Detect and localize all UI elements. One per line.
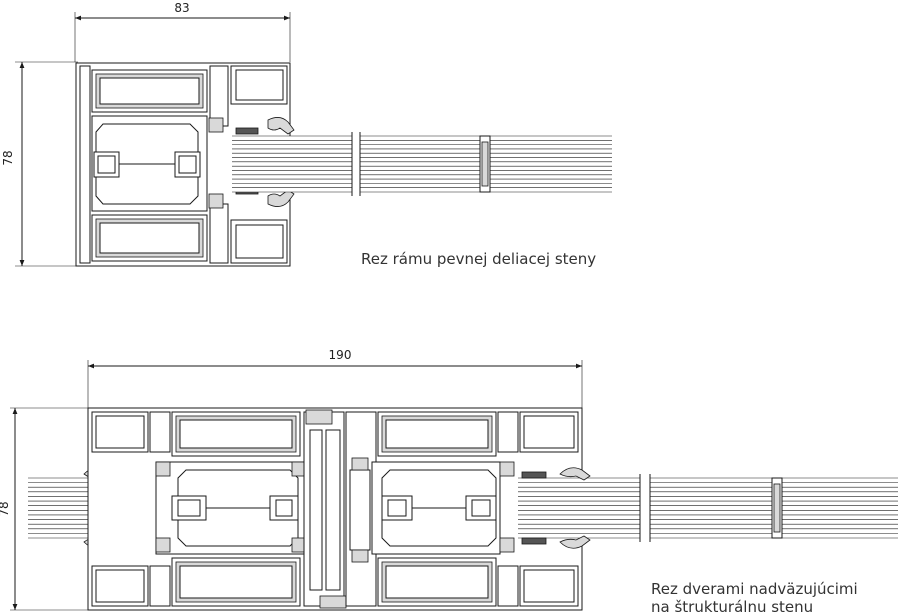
width-dimension-top: 83	[74, 1, 291, 62]
door-frame-profile	[87, 407, 583, 611]
height-dimension-label: 78	[1, 150, 15, 165]
multiwall-panel-right	[518, 467, 898, 549]
door-section-structural-wall: 190 78	[0, 348, 898, 616]
caption-bottom-line1: Rez dverami nadväzujúcimi	[651, 580, 858, 598]
height-dimension-bottom: 78	[0, 407, 88, 611]
width-dimension-label: 83	[174, 1, 189, 15]
frame-section-fixed-wall: 83 78	[1, 1, 612, 268]
width-dimension-label: 190	[329, 348, 352, 362]
width-dimension-bottom: 190	[87, 348, 583, 408]
multiwall-panel-top	[232, 132, 612, 196]
height-dimension-label: 78	[0, 501, 11, 516]
height-dimension-top: 78	[1, 61, 78, 267]
caption-top: Rez rámu pevnej deliacej steny	[361, 250, 596, 268]
caption-bottom-line2: na štrukturálnu stenu	[651, 598, 813, 616]
